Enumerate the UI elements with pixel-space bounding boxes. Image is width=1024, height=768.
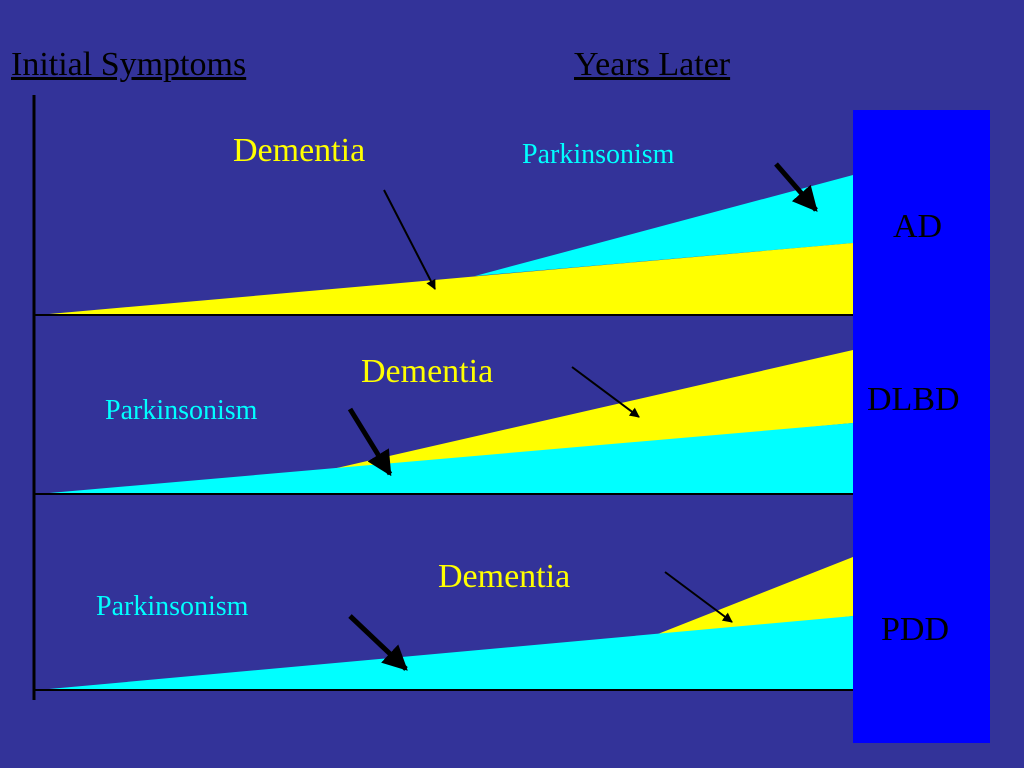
dlbd-parkinsonism-label: Parkinsonism (105, 395, 258, 426)
pdd-dementia-arrow (664, 571, 733, 623)
dlbd-parkinsonism-wedge (38, 423, 853, 494)
ad-parkinsonism-label: Parkinsonism (522, 139, 675, 170)
row-pdd (34, 557, 853, 691)
pdd-dementia-label: Dementia (438, 558, 571, 595)
pdd-parkinsonism-wedge (38, 616, 853, 690)
dlbd-dementia-arrow (571, 366, 640, 418)
ad-dementia-wedge (38, 243, 853, 315)
dlbd-diagnosis-label: DLBD (867, 381, 960, 418)
row-ad (34, 162, 853, 316)
ad-dementia-label: Dementia (233, 132, 366, 169)
pdd-diagnosis-label: PDD (881, 611, 950, 648)
years-later-header: Years Later (574, 46, 731, 83)
pdd-parkinsonism-label: Parkinsonism (96, 591, 249, 622)
ad-diagnosis-label: AD (893, 208, 943, 245)
dlbd-parkinsonism-arrow (347, 407, 393, 477)
initial-symptoms-header: Initial Symptoms (11, 46, 247, 83)
ad-parkinsonism-wedge (475, 175, 853, 276)
ad-dementia-arrow (383, 189, 436, 290)
diagnosis-bar (853, 110, 990, 743)
pdd-parkinsonism-arrow (348, 614, 408, 671)
row-dlbd (34, 350, 853, 495)
dlbd-dementia-wedge (315, 350, 853, 473)
ad-parkinsonism-arrow (774, 162, 818, 212)
dlbd-dementia-label: Dementia (361, 353, 494, 390)
